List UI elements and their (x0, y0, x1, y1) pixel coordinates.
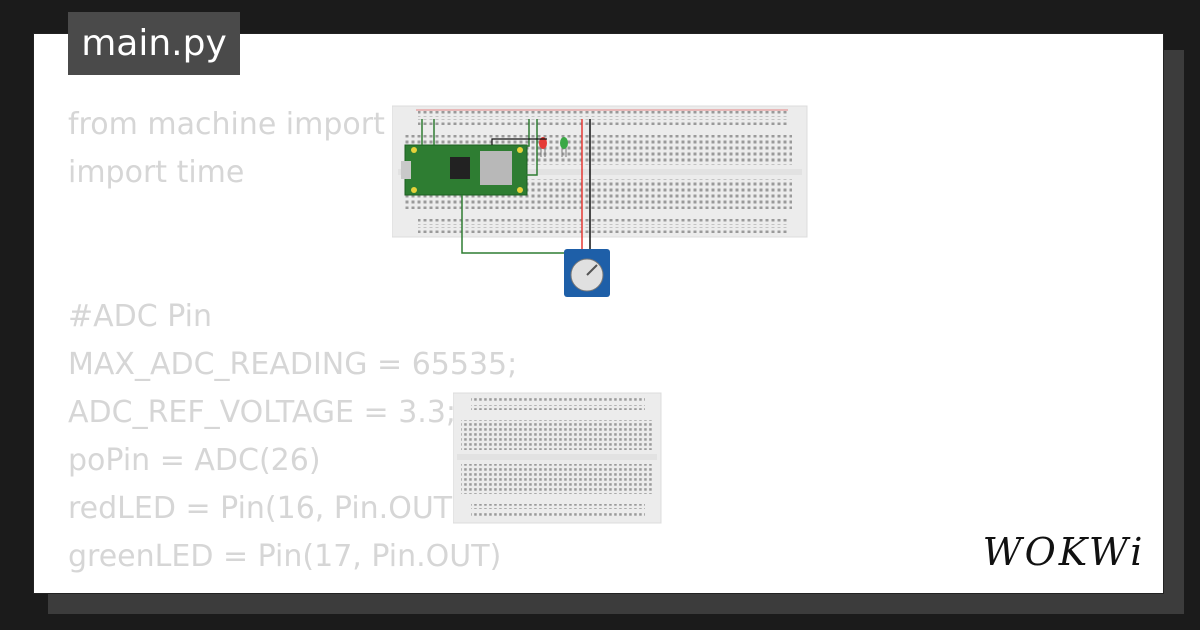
code-line: from machine import (68, 107, 385, 142)
code-line: #ADC Pin (68, 299, 213, 334)
raspberry-pi-pico-w-icon (401, 144, 528, 196)
code-line: redLED = Pin(16, Pin.OUT) (68, 491, 464, 526)
filename-tab: main.py (68, 12, 240, 75)
potentiometer-icon (564, 249, 610, 297)
wokwi-logo-text: WOKWi (982, 530, 1146, 574)
red-led-icon (539, 137, 547, 157)
code-line: poPin = ADC(26) (68, 443, 321, 478)
circuit-diagram (392, 105, 808, 297)
wires (421, 119, 591, 254)
code-line: greenLED = Pin(17, Pin.OUT) (68, 539, 502, 574)
wokwi-logo: WOKWi (978, 530, 1150, 574)
code-line: import time (68, 155, 245, 190)
green-led-icon (560, 137, 568, 157)
code-line: MAX_ADC_READING = 65535; (68, 347, 518, 382)
code-line: ADC_REF_VOLTAGE = 3.3; (68, 395, 457, 430)
breadboard-secondary (453, 392, 662, 524)
